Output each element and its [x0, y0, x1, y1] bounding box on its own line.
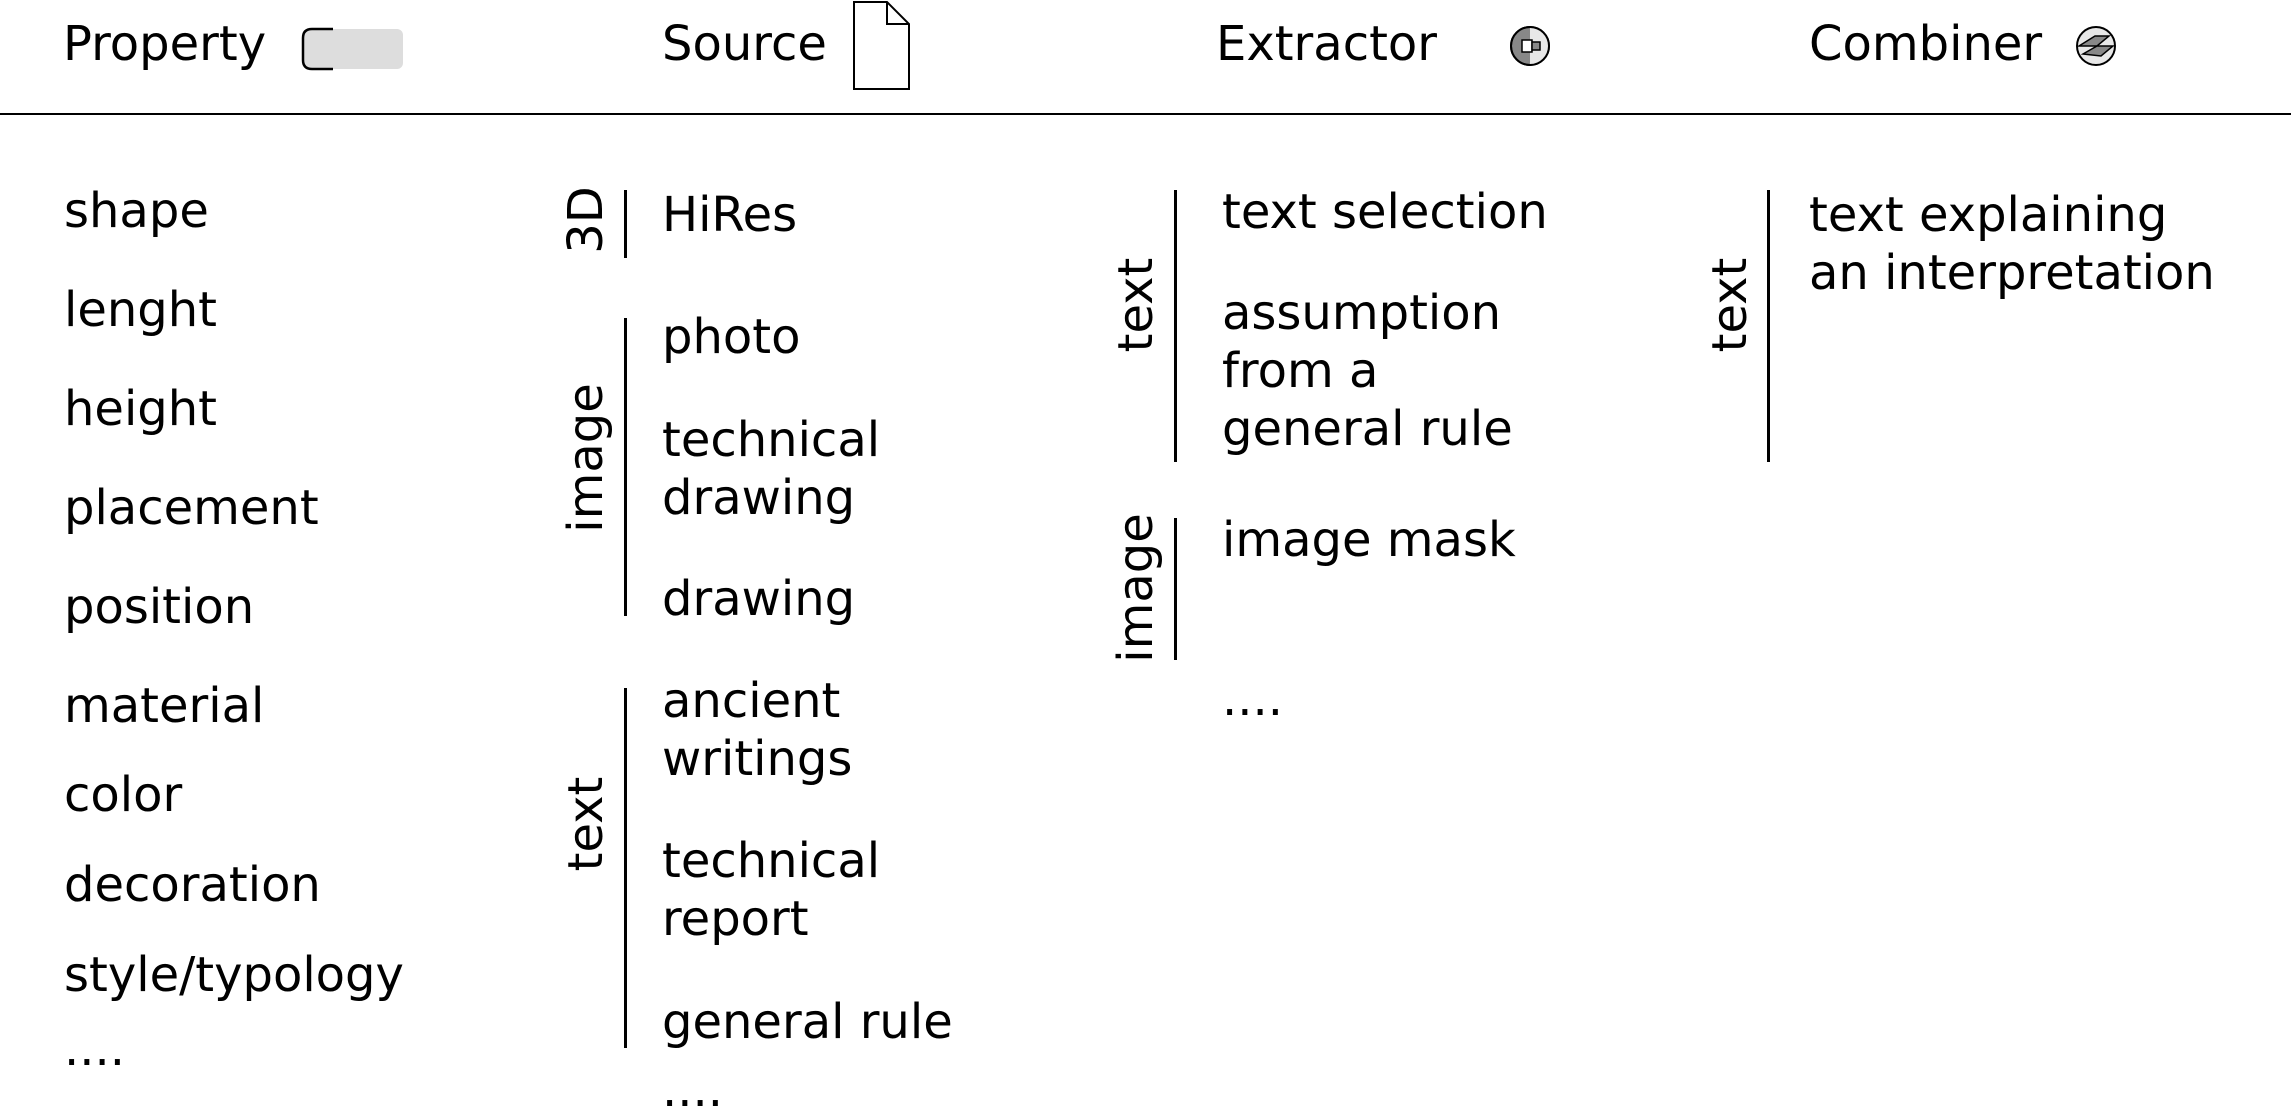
extractor-group-bracket — [1174, 518, 1177, 660]
property-item: placement — [64, 480, 319, 536]
combiner-item: text explaining an interpretation — [1809, 187, 2215, 301]
toggle-switch-icon — [301, 27, 403, 71]
property-item: style/typology — [64, 947, 404, 1003]
extractor-item: text selection — [1222, 184, 1548, 240]
combiner-circle-icon — [2076, 26, 2116, 66]
extractor-item: image mask — [1222, 512, 1516, 568]
combiner-group-bracket — [1767, 190, 1770, 462]
extractor-item: assumption from a general rule — [1222, 285, 1513, 457]
source-item: technical drawing — [662, 412, 881, 526]
document-icon — [853, 1, 910, 90]
property-item: material — [64, 678, 265, 734]
property-item: decoration — [64, 857, 321, 913]
source-item: technical report — [662, 833, 881, 947]
header-divider — [0, 113, 2291, 115]
property-item: height — [64, 381, 217, 437]
extractor-header: Extractor — [1216, 16, 1438, 72]
source-item: HiRes — [662, 187, 798, 243]
extractor-group-label: text — [1108, 257, 1164, 353]
source-header: Source — [662, 16, 827, 72]
extractor-group-bracket — [1174, 190, 1177, 462]
source-more: .... — [662, 1062, 724, 1118]
source-group-label: 3D — [558, 186, 614, 254]
source-item: photo — [662, 309, 801, 365]
combiner-header: Combiner — [1809, 16, 2043, 72]
property-item: position — [64, 579, 255, 635]
property-more: .... — [64, 1021, 126, 1077]
property-item: shape — [64, 183, 209, 239]
source-group-label: text — [558, 776, 614, 872]
source-item: drawing — [662, 571, 856, 627]
source-item: ancient writings — [662, 673, 853, 787]
source-item: general rule — [662, 994, 953, 1050]
combiner-group-label: text — [1702, 257, 1758, 353]
property-header: Property — [63, 16, 267, 72]
property-item: color — [64, 767, 183, 823]
property-item: lenght — [64, 282, 217, 338]
source-group-label: image — [558, 383, 614, 533]
extractor-circle-icon — [1510, 26, 1550, 66]
source-group-bracket — [624, 688, 627, 1048]
source-group-bracket — [624, 318, 627, 616]
extractor-group-label: image — [1108, 513, 1164, 663]
extractor-more: .... — [1222, 671, 1284, 727]
source-group-bracket — [624, 190, 627, 258]
